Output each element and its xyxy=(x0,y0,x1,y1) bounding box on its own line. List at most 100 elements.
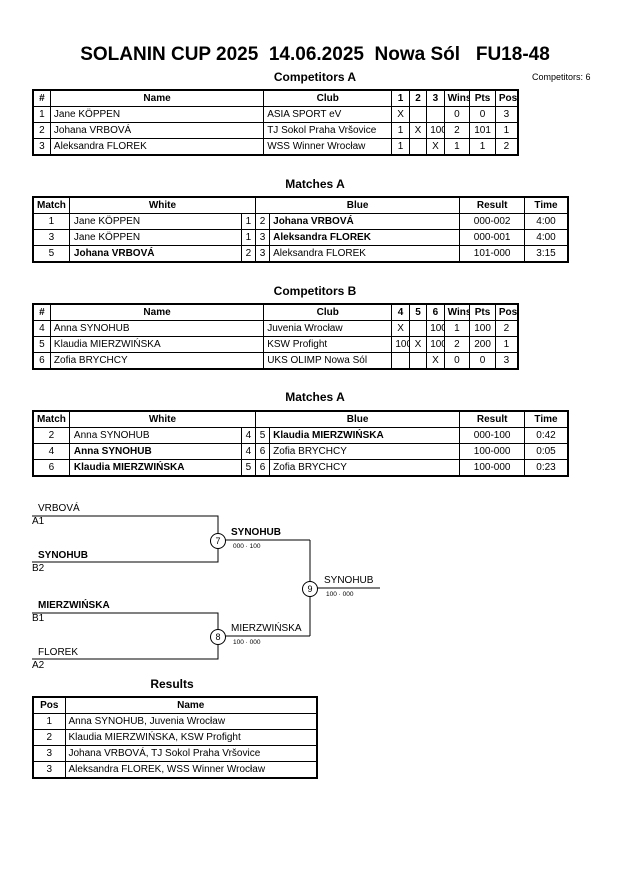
cell: Klaudia MIERZWIŃSKA xyxy=(49,336,265,353)
white-number: 2 xyxy=(240,245,256,263)
cell: Aleksandra FLOREK xyxy=(49,138,265,156)
cell: X xyxy=(426,138,445,156)
cell: Johana VRBOVÁ, TJ Sokol Praha Vršovice xyxy=(64,745,318,762)
competitors-a-table: # Name Club 1 2 3 Wins Pts Pos 1 Jane KÖ… xyxy=(32,89,519,156)
table-row: 3 Johana VRBOVÁ, TJ Sokol Praha Vršovice xyxy=(32,745,318,762)
cell: 1 xyxy=(494,336,519,353)
cell: WSS Winner Wrocław xyxy=(263,138,393,156)
bracket-sf1-winner: SYNOHUB xyxy=(231,527,282,538)
bracket-sf1-top-slot: A1 xyxy=(32,516,45,527)
competitors-count: Competitors: 6 xyxy=(532,72,591,82)
competitors-b-heading: Competitors B xyxy=(273,284,357,298)
cell: 1 xyxy=(469,138,496,156)
bracket-sf2-bottom-name: FLOREK xyxy=(38,647,79,658)
match-result: 101-000 xyxy=(459,245,525,263)
blue-name: Zofia BRYCHCY xyxy=(269,443,461,460)
cell: 3 xyxy=(32,761,66,779)
table-header-row: # Name Club 1 2 3 Wins Pts Pos xyxy=(32,89,519,107)
bracket-node-8: 8 xyxy=(210,629,226,645)
cell: 3 xyxy=(32,745,66,762)
table-row: 1 Jane KÖPPEN ASIA SPORT eV X 0 0 3 xyxy=(32,106,519,123)
table-row: 3 Aleksandra FLOREK WSS Winner Wrocław 1… xyxy=(32,138,519,156)
cell: 3 xyxy=(32,138,51,156)
bracket-sf2-top-slot: B1 xyxy=(32,613,45,624)
cell: 3 xyxy=(494,352,519,370)
col-header: Pos xyxy=(494,89,519,107)
cell: 1 xyxy=(32,713,66,730)
match-result: 100-000 xyxy=(459,443,525,460)
table-row: 1 Anna SYNOHUB, Juvenia Wrocław xyxy=(32,713,318,730)
table-row: 3 Aleksandra FLOREK, WSS Winner Wrocław xyxy=(32,761,318,779)
cell: 2 xyxy=(32,729,66,746)
table-row: 2 Johana VRBOVÁ TJ Sokol Praha Vršovice … xyxy=(32,122,519,139)
cell: 101 xyxy=(469,122,496,139)
match-number: 3 xyxy=(32,229,70,246)
bracket-sf1-bottom-name: SYNOHUB xyxy=(38,550,89,561)
table-header-row: Pos Name xyxy=(32,696,318,714)
bracket-sf2-bottom-slot: A2 xyxy=(32,660,45,671)
cell: 0 xyxy=(469,352,496,370)
cell: 100 xyxy=(426,336,445,353)
blue-name: Zofia BRYCHCY xyxy=(269,459,461,477)
table-row: 6 Zofia BRYCHCY UKS OLIMP Nowa Sól X 0 0… xyxy=(32,352,519,370)
cell: 100 xyxy=(426,122,445,139)
cell: X xyxy=(426,352,445,370)
bracket-sf2-winner: MIERZWIŃSKA xyxy=(231,623,302,634)
bracket-final-winner: SYNOHUB xyxy=(324,575,374,586)
cell: Aleksandra FLOREK, WSS Winner Wrocław xyxy=(64,761,318,779)
bracket-sf1-bottom-slot: B2 xyxy=(32,563,45,574)
bracket-sf1-score: 000 · 100 xyxy=(233,543,261,550)
matches-a-heading: Matches A xyxy=(285,177,345,191)
bracket-sf2-score: 100 · 000 xyxy=(233,639,261,646)
match-number: 4 xyxy=(32,443,70,460)
white-number: 4 xyxy=(240,443,256,460)
cell: 200 xyxy=(469,336,496,353)
bracket-sf2-top-name: MIERZWIŃSKA xyxy=(38,600,110,611)
cell: Zofia BRYCHCY xyxy=(49,352,265,370)
match-result: 100-000 xyxy=(459,459,525,477)
cell: TJ Sokol Praha Vršovice xyxy=(263,122,393,139)
cell: 6 xyxy=(32,352,51,370)
blue-number: 3 xyxy=(254,245,271,263)
cell: 4 xyxy=(32,320,51,337)
bracket-node-7: 7 xyxy=(210,533,226,549)
blue-name: Aleksandra FLOREK xyxy=(269,245,461,263)
match-time: 4:00 xyxy=(524,229,569,246)
white-name: Johana VRBOVÁ xyxy=(68,245,242,263)
match-number: 5 xyxy=(32,245,70,263)
bracket-node-9: 9 xyxy=(302,581,318,597)
bracket-sf1-top-name: VRBOVÁ xyxy=(38,503,80,514)
competitors-b-table: # Name Club 4 5 6 Wins Pts Pos 4 Anna SY… xyxy=(32,303,519,370)
col-header: Name xyxy=(64,696,318,714)
blue-name: Aleksandra FLOREK xyxy=(269,229,461,246)
blue-number: 3 xyxy=(254,229,271,246)
cell: 2 xyxy=(32,122,51,139)
match-result: 000-001 xyxy=(459,229,525,246)
table-row: 5 Klaudia MIERZWIŃSKA KSW Profight 100 X… xyxy=(32,336,519,353)
col-header: Pos xyxy=(32,696,66,714)
results-heading: Results xyxy=(150,677,194,691)
cell: 100 xyxy=(391,336,410,353)
matches-b-heading: Matches A xyxy=(285,390,345,404)
cell: 5 xyxy=(32,336,51,353)
blue-number: 6 xyxy=(254,459,271,477)
blue-number: 6 xyxy=(254,443,271,460)
competitors-a-heading: Competitors A xyxy=(273,70,357,84)
white-name: Anna SYNOHUB xyxy=(68,443,242,460)
cell: 1 xyxy=(494,122,519,139)
match-number: 6 xyxy=(32,459,70,477)
table-row: 2 Klaudia MIERZWIŃSKA, KSW Profight xyxy=(32,729,318,746)
cell: 2 xyxy=(494,138,519,156)
col-header: Match xyxy=(32,410,70,428)
bracket-final-score: 100 · 000 xyxy=(326,591,354,598)
match-time: 0:05 xyxy=(524,443,569,460)
match-time: 3:15 xyxy=(524,245,569,263)
results-table: Pos Name 1 Anna SYNOHUB, Juvenia Wrocław… xyxy=(32,696,318,779)
